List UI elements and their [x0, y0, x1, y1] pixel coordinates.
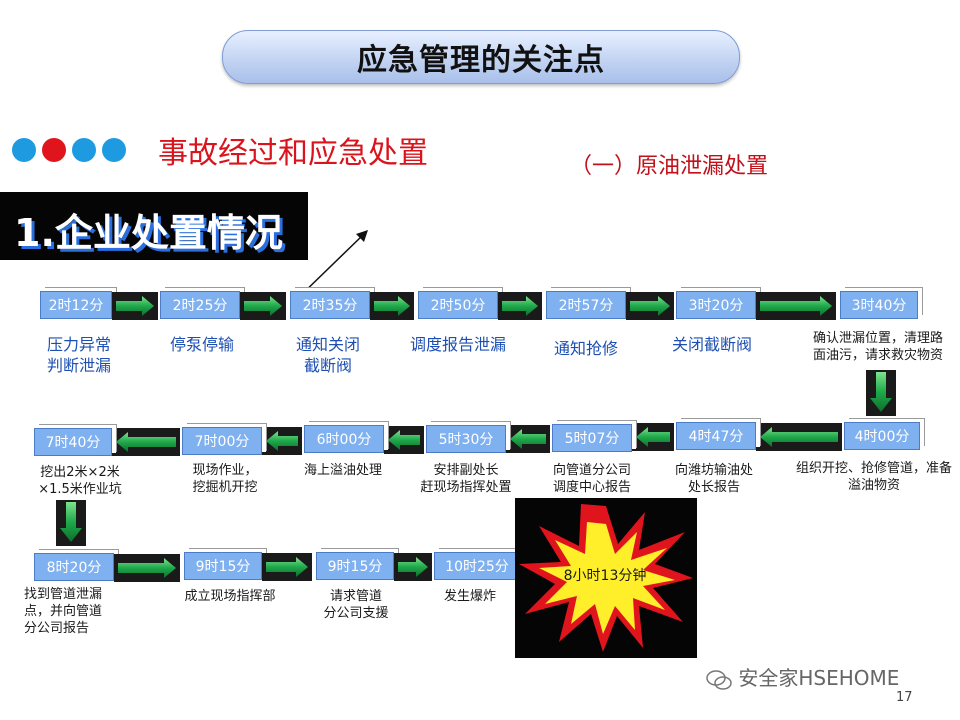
step-label-s12: 海上溢油处理: [303, 463, 382, 478]
arrow-right-icon: [756, 292, 836, 320]
arrow-right-icon: [370, 292, 414, 320]
step-label-s18: 发生爆炸: [443, 589, 496, 604]
step-label-s7: 确认泄漏位置，清理路面油污，请求救灾物资: [812, 331, 943, 363]
time-box-s9: 4时47分: [676, 422, 756, 450]
time-box-s16: 9时15分: [184, 552, 262, 580]
step-label-s16: 成立现场指挥部: [184, 589, 276, 604]
step-label-s14: 挖出2米×2米 ×1.5米作业坑: [38, 465, 122, 497]
bullet-dot-blue-3: [102, 138, 126, 162]
step-label-s15: 找到管道泄漏 点，并向管道 分公司报告: [24, 587, 103, 636]
step-label-s10: 向管道分公司 调度中心报告: [552, 463, 631, 495]
time-box-s13: 7时00分: [182, 427, 262, 455]
arrow-right-icon: [394, 553, 432, 581]
explosion-panel: [515, 498, 697, 658]
step-label-s1: 压力异常 判断泄漏: [46, 335, 111, 375]
time-box-s10: 5时07分: [552, 424, 632, 452]
arrow-left-icon: [112, 428, 180, 456]
time-box-s6: 3时20分: [676, 291, 756, 319]
time-box-s18: 10时25分: [434, 552, 520, 580]
sub-heading: （一）原油泄漏处置: [570, 154, 769, 179]
arrow-down-icon: [866, 370, 896, 416]
watermark-text: 安全家HSEHOME: [738, 666, 900, 690]
watermark: 安全家HSEHOME: [706, 662, 899, 691]
arrow-left-icon: [262, 427, 302, 455]
time-box-s14: 7时40分: [34, 428, 112, 456]
arrow-right-icon: [114, 554, 180, 582]
step-label-s13: 现场作业， 挖掘机开挖: [192, 463, 258, 495]
arrow-right-icon: [240, 292, 286, 320]
wechat-icon: [706, 669, 732, 691]
time-box-s12: 6时00分: [304, 425, 384, 453]
time-box-s1: 2时12分: [40, 291, 112, 319]
time-box-s5: 2时57分: [546, 291, 626, 319]
bullet-dot-red: [42, 138, 66, 162]
step-label-s2: 停泵停输: [169, 335, 234, 354]
arrow-left-icon: [632, 423, 674, 451]
arrow-left-icon: [756, 423, 842, 451]
bullet-dot-blue-2: [72, 138, 96, 162]
bullet-dot-blue-1: [12, 138, 36, 162]
arrow-right-icon: [498, 292, 542, 320]
step-label-s3: 通知关闭 截断阀: [295, 335, 360, 375]
pointer-arrow: [295, 230, 368, 301]
explosion-starburst-icon: [519, 504, 693, 652]
step-label-s5: 通知抢修: [553, 339, 618, 358]
step-label-s6: 关闭截断阀: [671, 335, 752, 354]
enterprise-banner-text: 1.企业处置情况: [14, 211, 283, 255]
enterprise-banner-bg: [0, 192, 308, 260]
step-label-s9: 向潍坊输油处 处长报告: [674, 463, 753, 495]
title-banner: 应急管理的关注点: [222, 30, 740, 84]
explosion-duration-label: 8小时13分钟: [563, 568, 647, 584]
time-box-s11: 5时30分: [426, 425, 506, 453]
arrow-right-icon: [112, 292, 158, 320]
page-title: 应急管理的关注点: [357, 43, 605, 78]
time-box-s17: 9时15分: [316, 552, 394, 580]
arrow-right-icon: [262, 553, 312, 581]
arrow-down-icon: [56, 500, 86, 546]
step-label-s11: 安排副处长 赶现场指挥处置: [420, 463, 512, 495]
step-label-s8: 组织开挖、抢修管道，准备溢油物资: [796, 461, 953, 493]
time-box-s4: 2时50分: [418, 291, 498, 319]
arrow-left-icon: [384, 426, 424, 454]
time-box-s2: 2时25分: [160, 291, 240, 319]
section-heading: 事故经过和应急处置: [158, 136, 428, 171]
time-box-s8: 4时00分: [844, 422, 920, 450]
time-box-s15: 8时20分: [34, 553, 114, 581]
step-label-s4: 调度报告泄漏: [409, 335, 506, 354]
time-box-s7: 3时40分: [840, 291, 918, 319]
arrow-right-icon: [626, 292, 674, 320]
time-box-s3: 2时35分: [290, 291, 370, 319]
step-label-s17: 请求管道 分公司支援: [323, 589, 389, 621]
page-number: 17: [896, 690, 913, 705]
arrow-left-icon: [506, 425, 550, 453]
